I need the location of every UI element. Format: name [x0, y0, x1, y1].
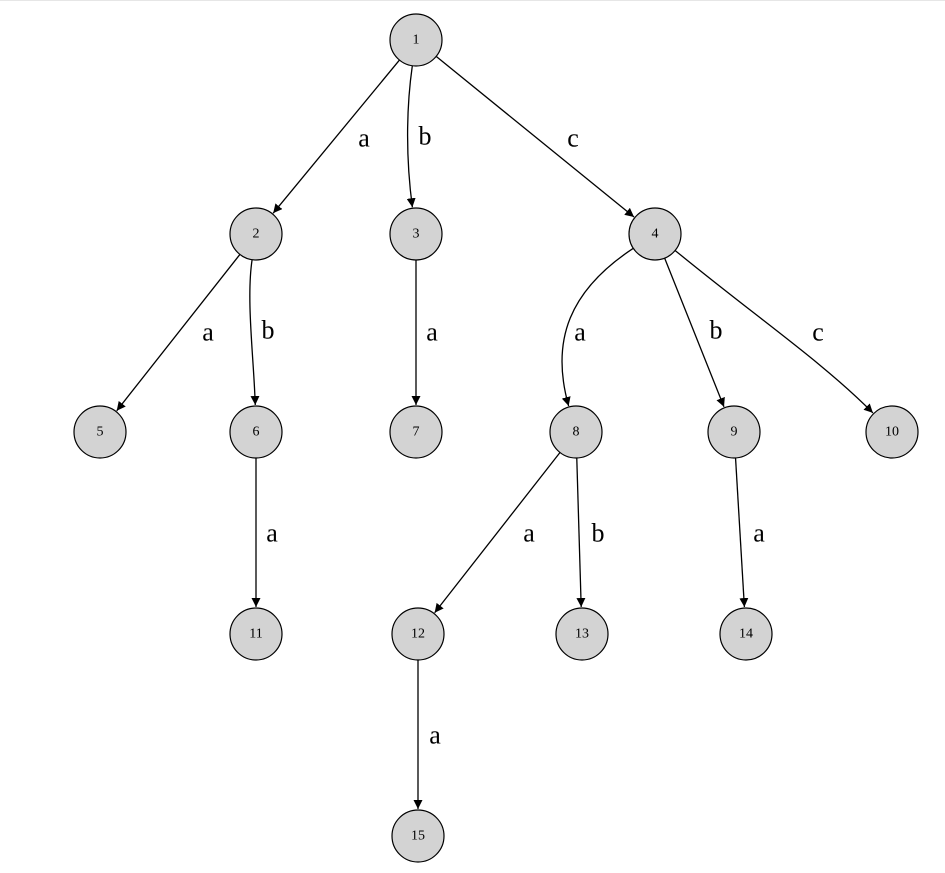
node-label-9: 9 [731, 425, 738, 440]
edge-1-to-4 [435, 55, 635, 218]
edge-label-1-to-4: c [567, 124, 579, 153]
edge-4-to-8 [561, 247, 634, 407]
node-circle-8 [549, 405, 603, 459]
node-circle-14 [719, 607, 773, 661]
node-circle-6 [229, 405, 283, 459]
node-11: 11 [229, 607, 283, 661]
edge-labels-layer: a b c a b a a b c a a b a a [202, 122, 824, 750]
node-label-12: 12 [411, 627, 425, 642]
node-label-5: 5 [97, 425, 104, 440]
edge-label-4-to-9: b [710, 316, 723, 345]
node-4: 4 [628, 207, 682, 261]
node-label-13: 13 [575, 627, 589, 642]
edge-label-2-to-6: b [262, 316, 275, 345]
node-label-4: 4 [652, 227, 659, 242]
edge-label-8-to-12: a [523, 519, 535, 548]
edge-2-to-6 [249, 259, 260, 406]
node-10: 10 [865, 405, 919, 459]
node-2: 2 [229, 207, 283, 261]
edge-label-3-to-7: a [426, 318, 438, 347]
node-circle-3 [389, 207, 443, 261]
node-label-14: 14 [739, 627, 753, 642]
node-8: 8 [549, 405, 603, 459]
node-7: 7 [389, 405, 443, 459]
node-label-10: 10 [885, 425, 899, 440]
edge-label-1-to-2: a [358, 124, 370, 153]
edge-1-to-3 [406, 65, 416, 208]
node-6: 6 [229, 405, 283, 459]
node-circle-2 [229, 207, 283, 261]
node-circle-11 [229, 607, 283, 661]
node-circle-12 [391, 607, 445, 661]
node-1: 1 [389, 13, 443, 67]
node-label-2: 2 [253, 227, 260, 242]
edge-label-12-to-15: a [429, 721, 441, 750]
node-circle-15 [391, 809, 445, 863]
edge-label-2-to-5: a [202, 318, 214, 347]
node-circle-4 [628, 207, 682, 261]
edge-label-6-to-11: a [266, 519, 278, 548]
node-3: 3 [389, 207, 443, 261]
node-label-15: 15 [411, 829, 425, 844]
node-12: 12 [391, 607, 445, 661]
edge-9-to-14 [734, 457, 749, 608]
node-14: 14 [719, 607, 773, 661]
node-15: 15 [391, 809, 445, 863]
node-circle-7 [389, 405, 443, 459]
edge-4-to-10 [674, 249, 874, 414]
node-circle-13 [555, 607, 609, 661]
edge-label-1-to-3: b [419, 122, 432, 151]
edge-2-to-5 [116, 254, 241, 412]
edge-label-9-to-14: a [753, 519, 765, 548]
node-circle-1 [389, 13, 443, 67]
node-label-6: 6 [253, 425, 260, 440]
node-circle-5 [73, 405, 127, 459]
node-circle-10 [865, 405, 919, 459]
edge-4-to-9 [664, 257, 725, 408]
node-13: 13 [555, 607, 609, 661]
node-label-1: 1 [413, 33, 420, 48]
node-5: 5 [73, 405, 127, 459]
edges-layer [116, 55, 874, 809]
edge-label-4-to-8: a [574, 318, 586, 347]
node-circle-9 [707, 405, 761, 459]
node-label-8: 8 [573, 425, 580, 440]
node-label-11: 11 [249, 627, 262, 642]
node-label-7: 7 [413, 425, 420, 440]
edge-8-to-13 [576, 457, 586, 608]
top-border-line [0, 0, 945, 1]
edge-label-4-to-10: c [812, 318, 824, 347]
edge-label-8-to-13: b [592, 519, 605, 548]
node-label-3: 3 [413, 227, 420, 242]
edge-8-to-12 [434, 452, 561, 614]
node-9: 9 [707, 405, 761, 459]
edge-1-to-2 [272, 59, 400, 214]
